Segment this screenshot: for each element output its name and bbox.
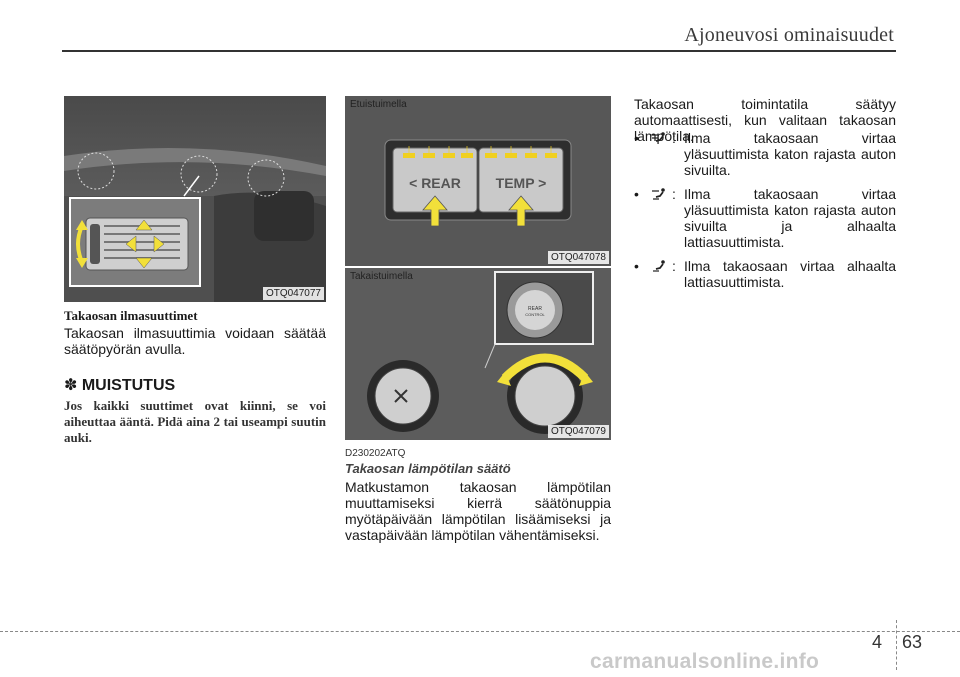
middle-body: Matkustamon takaosan lämpötilan muuttami… [345, 479, 611, 543]
chapter-number: 4 [872, 632, 883, 652]
mode-face-text: Ilma takaosaan virtaa yläsuuttimista kat… [684, 130, 896, 178]
vent-photo: OTQ047077 [64, 96, 326, 302]
image-code-bottom: OTQ047079 [547, 425, 609, 438]
image-code-left: OTQ047077 [262, 287, 324, 300]
mode-face-floor-text: Ilma takaosaan virtaa yläsuuttimista kat… [684, 186, 896, 250]
knob-label-line2: CONTROL [525, 312, 545, 317]
vent-floor-icon [648, 258, 672, 274]
rear-knob-illustration: REAR CONTROL [345, 268, 611, 440]
page-number: 63 [902, 632, 923, 652]
right-intro: Takaosan toimintatila säätyy automaattis… [634, 96, 896, 144]
page-number-divider [896, 620, 897, 670]
front-panel-photo: < REAR TEMP > Etuistuimella OTQ047078 [345, 96, 611, 266]
rear-label: Takaistuimella [350, 271, 413, 282]
left-body: Takaosan ilmasuuttimia voidaan säätää sä… [64, 325, 326, 357]
vent-illustration [64, 96, 326, 302]
section-code: D230202ATQ [345, 448, 406, 459]
front-panel-illustration: < REAR TEMP > [345, 96, 611, 266]
bullet-dot: • [634, 130, 639, 146]
bullet-dot: • [634, 186, 639, 202]
list-item: • : Ilma takaosaan virtaa alhaalta latti… [634, 258, 896, 290]
knob-label-line1: REAR [528, 306, 542, 312]
section-title: Takaosan lämpötilan säätö [345, 461, 511, 476]
panel-temp-label: TEMP > [496, 175, 547, 191]
image-code-top: OTQ047078 [547, 251, 609, 264]
mode-floor-text: Ilma takaosaan virtaa alhaalta lattiasuu… [684, 258, 896, 290]
note-heading: ✽ MUISTUTUS [64, 377, 176, 394]
mode-list: • : Ilma takaosaan virtaa yläsuuttimista… [634, 130, 896, 290]
list-item: • : Ilma takaosaan virtaa yläsuuttimista… [634, 130, 896, 178]
panel-rear-label: < REAR [409, 175, 461, 191]
bullet-dot: • [634, 258, 639, 274]
header-rule [62, 50, 896, 52]
list-item: • : Ilma takaosaan virtaa yläsuuttimista… [634, 186, 896, 250]
footer-divider [0, 631, 960, 632]
left-subtitle: Takaosan ilmasuuttimet [64, 308, 198, 323]
front-label: Etuistuimella [350, 99, 407, 110]
rear-knob-photo: REAR CONTROL Takaistuimella OTQ047079 [345, 268, 611, 440]
note-text: Jos kaikki suuttimet ovat kiinni, se voi… [64, 398, 326, 445]
page-header-title: Ajoneuvosi ominaisuudet [684, 24, 894, 46]
vent-face-floor-icon [648, 186, 672, 202]
watermark: carmanualsonline.info [590, 650, 820, 673]
vent-face-icon [648, 130, 672, 146]
